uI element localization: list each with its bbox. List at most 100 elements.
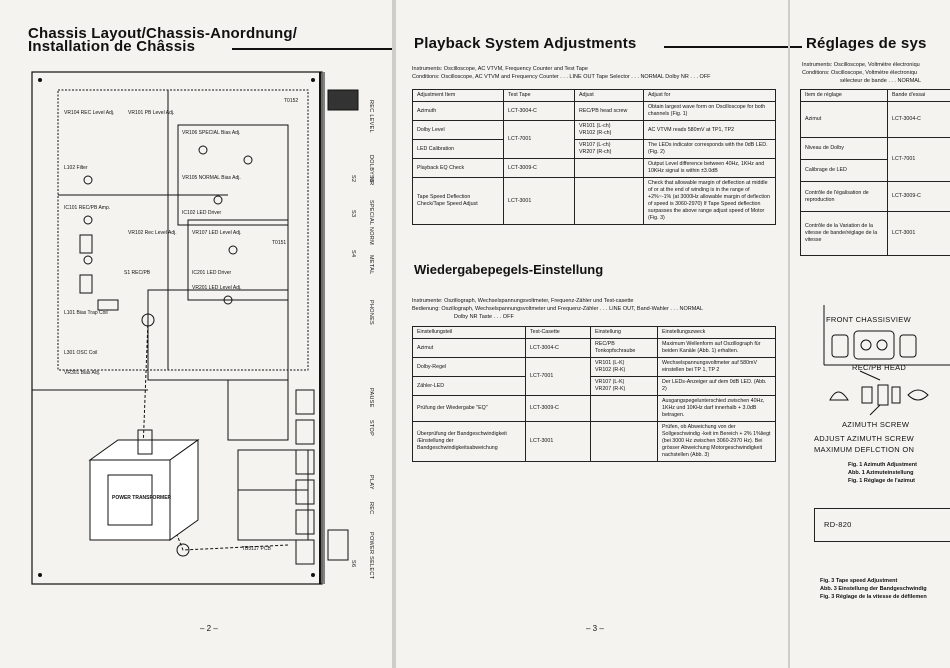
- cell: Prüfung der Wiedergabe "EQ": [412, 395, 526, 422]
- cell: Dolby Level: [412, 120, 504, 140]
- cell: LCT-3001: [887, 211, 950, 256]
- label-vr102: VR102 Rec Level Adj.: [128, 230, 177, 236]
- rd820-label: RD-820: [824, 520, 852, 529]
- panel-metal: METAL: [368, 255, 374, 275]
- panel-dolby: DOLBY NR: [368, 155, 374, 186]
- fr-instr-2: Conditions: Oscilloscope, Voltmètre élec…: [802, 70, 917, 76]
- label-transformer: POWER TRANSFORMER: [112, 495, 172, 501]
- cell: VR107 (L-K) VR207 (R-K): [590, 376, 658, 396]
- panel-s4: S4: [350, 250, 356, 258]
- label-ic102: IC102 LED Driver: [182, 210, 222, 216]
- adjust-line1: ADJUST AZIMUTH SCREW: [814, 434, 915, 443]
- cell: LCT-3004-C: [503, 101, 575, 121]
- th-de-2: Einstellung: [590, 326, 658, 339]
- cell: LCT-7001: [525, 357, 591, 396]
- cell: Calibrage de LED: [800, 159, 888, 182]
- label-vr106: VR106 SPECIAL Bias Adj.: [182, 130, 241, 136]
- panel-s6: S6: [350, 560, 356, 568]
- cell: Contrôle de la Variation de la vitesse d…: [800, 211, 888, 256]
- panel-pause: PAUSE: [368, 388, 374, 408]
- right-page: Réglages de sys Instruments: Oscilloscop…: [790, 0, 950, 668]
- cell: Azimut: [800, 101, 888, 138]
- cell: Wechselspannungsvoltmeter auf 580mV eins…: [657, 357, 776, 377]
- fig1-fr: Fig. 1 Réglage de l'azimut: [848, 478, 916, 484]
- fr-instr-3: sélecteur de bande . . . NORMAL: [840, 78, 922, 84]
- cell: AC VTVM reads 580mV at TP1, TP2: [643, 120, 776, 140]
- cell: Ausgangspegelunterschied zwischen 40Hz, …: [657, 395, 776, 422]
- th-de-0: Einstellungsteil: [412, 326, 526, 339]
- cell: Der LEDs-Anzeiger auf dem 0dB LED. (Abb.…: [657, 376, 776, 396]
- label-s1: S1 REC/PB: [124, 270, 151, 276]
- title-de: Wiedergabepegels-Einstellung: [414, 262, 604, 277]
- rd820-box: [814, 508, 950, 542]
- cell: Playback EQ Check: [412, 158, 504, 178]
- cell: LCT-3009-C: [503, 158, 575, 178]
- chassis-diagram: VR104 REC Level Adj. L102 Filter IC101 R…: [28, 70, 383, 590]
- cell: [590, 421, 658, 462]
- table-de: Einstellungsteil Test-Casette Einstellun…: [412, 326, 776, 462]
- cell: Output Level difference between 40Hz, 1K…: [643, 158, 776, 178]
- panel-rec-level: REC LEVEL: [368, 100, 374, 133]
- th-en-3: Adjust for: [643, 89, 776, 102]
- cell: Azimut: [412, 338, 526, 358]
- fr-instr-1: Instruments: Oscilloscope, Voltmètre éle…: [802, 62, 920, 68]
- label-vr201: VR201 LED Level Adj.: [192, 285, 242, 291]
- cell: LED Calibration: [412, 139, 504, 159]
- fig3-de: Abb. 3 Einstellung der Bandgeschwindig: [820, 586, 927, 592]
- chassis-title-line2: Installation de Châssis: [28, 38, 196, 55]
- label-vr104: VR104 REC Level Adj.: [64, 110, 115, 116]
- cell: Azimuth: [412, 101, 504, 121]
- cell: [574, 158, 644, 178]
- head-label: REC/PB HEAD: [852, 363, 907, 372]
- cell: VR101 (L-ch) VR102 (R-ch): [574, 120, 644, 140]
- gutter-right: [788, 0, 790, 668]
- cell: Maximum Wellenform auf Oszillograph für …: [657, 338, 776, 358]
- table-row: Azimut LCT-3004-C REC/PB Tonkopfschraube…: [412, 338, 776, 358]
- fig1-de: Abb. 1 Azimuteinstellung: [848, 470, 914, 476]
- cell: [574, 177, 644, 225]
- table-fr: Item de réglage Bande d'essai Azimut LCT…: [800, 89, 950, 256]
- cell: LCT-7001: [503, 120, 575, 159]
- panel-stop: STOP: [368, 420, 374, 437]
- front-chassis-label: FRONT CHASSISVIEW: [826, 315, 911, 324]
- panel-phones: PHONES: [368, 300, 374, 326]
- cell: Prüfen, ob Abweichung von der Sollgeschw…: [657, 421, 776, 462]
- playback-title: Playback System Adjustments: [414, 35, 637, 52]
- table-row: Niveau de Dolby LCT-7001: [800, 137, 950, 182]
- cell: REC/PB Tonkopfschraube: [590, 338, 658, 358]
- panel-play: PLAY: [368, 475, 374, 490]
- cell: REC/PB head screw: [574, 101, 644, 121]
- page-number-mid: – 3 –: [586, 624, 604, 633]
- table-en: Adjustment Item Test Tape Adjust Adjust …: [412, 89, 776, 225]
- left-page: Chassis Layout/Chassis-Anordnung/ Instal…: [0, 0, 392, 668]
- chassis-drawing: [31, 71, 359, 585]
- label-vr101: VR101 PB Level Adj.: [128, 110, 175, 116]
- panel-rec: REC: [368, 502, 374, 515]
- instr-en-2: Conditions: Oscilloscope, AC VTVM and Fr…: [412, 74, 711, 80]
- th-en-1: Test Tape: [503, 89, 575, 102]
- adjust-line2: MAXIMUM DEFLCTION ON: [814, 445, 915, 454]
- th-en-0: Adjustment Item: [412, 89, 504, 102]
- cell: LCT-3009-C: [525, 395, 591, 422]
- cell: Dolby-Regel: [412, 357, 526, 377]
- instr-de-1: Instrumente: Oszillograph, Wechselspannu…: [412, 298, 634, 304]
- label-t0152: T0152: [284, 98, 299, 104]
- cell: LCT-3004-C: [525, 338, 591, 358]
- label-l102: L102 Filter: [64, 165, 88, 171]
- table-row: Prüfung der Wiedergabe "EQ" LCT-3009-C A…: [412, 395, 776, 422]
- th-fr-1: Bande d'essai: [887, 89, 950, 102]
- panel-power-select: POWER SELECT: [368, 532, 374, 580]
- gutter-left: [392, 0, 396, 668]
- instr-en-1: Instruments: Oscilloscope, AC VTVM, Freq…: [412, 66, 588, 72]
- label-ic201: IC201 LED Driver: [192, 270, 232, 276]
- azimuth-screw-label: AZIMUTH SCREW: [842, 420, 910, 429]
- th-en-2: Adjust: [574, 89, 644, 102]
- cell: LCT-7001: [887, 137, 950, 182]
- fig3-fr: Fig. 3 Réglage de la vitesse de défileme…: [820, 594, 927, 600]
- table-row: Dolby Level LCT-7001 VR101 (L-ch) VR102 …: [412, 120, 776, 159]
- cell: VR107 (L-ch) VR207 (R-ch): [574, 139, 644, 159]
- cell: Zähler-LED: [412, 376, 526, 396]
- panel-s3: S3: [350, 210, 356, 218]
- th-de-3: Einstellungszweck: [657, 326, 776, 339]
- middle-page: Playback System Adjustments Instruments:…: [396, 0, 788, 668]
